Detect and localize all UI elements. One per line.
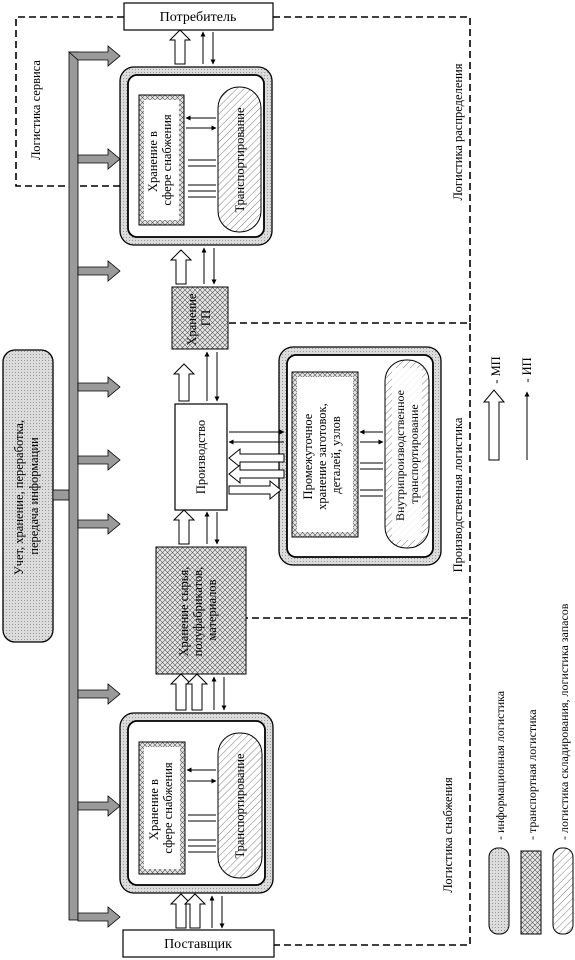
production-zone-boundary: [246, 323, 471, 619]
production-box: [174, 403, 228, 511]
gp-storage-box: [171, 286, 229, 350]
material-flow-symbol: [482, 389, 506, 461]
flow-legend: - МП - ИП: [482, 356, 534, 461]
information-bus: [52, 45, 121, 928]
intermediate-storage-label: Промежуточное хранение заготовок, детале…: [301, 400, 343, 510]
consumer-box: [123, 2, 274, 31]
bottom-transport-box: [217, 732, 263, 879]
raw-storage-box: [155, 546, 247, 675]
legend-info-label: - информационная логистика: [493, 690, 507, 840]
bottom-storage-label: Хранение в сфере снабжения: [147, 762, 175, 854]
material-flow-label: - МП: [489, 356, 503, 383]
zone-label-production: Производственная логистика: [451, 417, 465, 572]
production-label: Производство: [194, 420, 208, 494]
horizontal-flows: [228, 429, 285, 501]
legend-warehouse-label: - логистика складирования, логистика зап…: [557, 603, 571, 840]
legend-warehouse-swatch: [552, 847, 574, 935]
gp-storage-label: Хранение ГП: [185, 290, 213, 345]
vertical-flows: [168, 29, 227, 929]
zone-label-service: Логистика сервиса: [29, 60, 43, 160]
zone-boundaries: [15, 16, 471, 946]
consumer-label: Потребитель: [160, 10, 237, 25]
legend-transport-swatch: [520, 850, 542, 935]
zone-label-distribution: Логистика распределения: [451, 63, 465, 200]
supply-zone-boundary: [274, 618, 471, 946]
legend-info-swatch: [488, 847, 510, 935]
information-flow-label: - ИП: [520, 357, 534, 382]
top-transport-box: [217, 86, 262, 233]
service-zone-boundary: [15, 16, 124, 187]
zone-label-supply: Логистика снабжения: [441, 777, 455, 893]
legend: - информационная логистика - транспортна…: [488, 603, 574, 935]
info-center-label: Учет, хранение, переработка, передача ин…: [12, 417, 41, 575]
legend-transport-label: - транспортная логистика: [525, 709, 539, 840]
inner-transport-label: Внутрипроизводственное транспортирование: [393, 387, 421, 521]
top-logistics-block: Хранение в сфере снабжения Транспортиров…: [119, 66, 273, 246]
top-transport-label: Транспортирование: [233, 107, 247, 213]
supplier-box: [122, 929, 275, 958]
top-storage-label: Хранение в сфере снабжения: [146, 114, 174, 206]
raw-storage-label: Хранение сырья, полуфабрикатов, материал…: [177, 563, 219, 656]
production-logistics-block: Промежуточное хранение заготовок, детале…: [278, 346, 442, 566]
bottom-transport-label: Транспортирование: [233, 753, 247, 859]
supplier-label: Поставщик: [164, 937, 232, 952]
bottom-logistics-block: Хранение в сфере снабжения Транспортиров…: [119, 712, 274, 894]
